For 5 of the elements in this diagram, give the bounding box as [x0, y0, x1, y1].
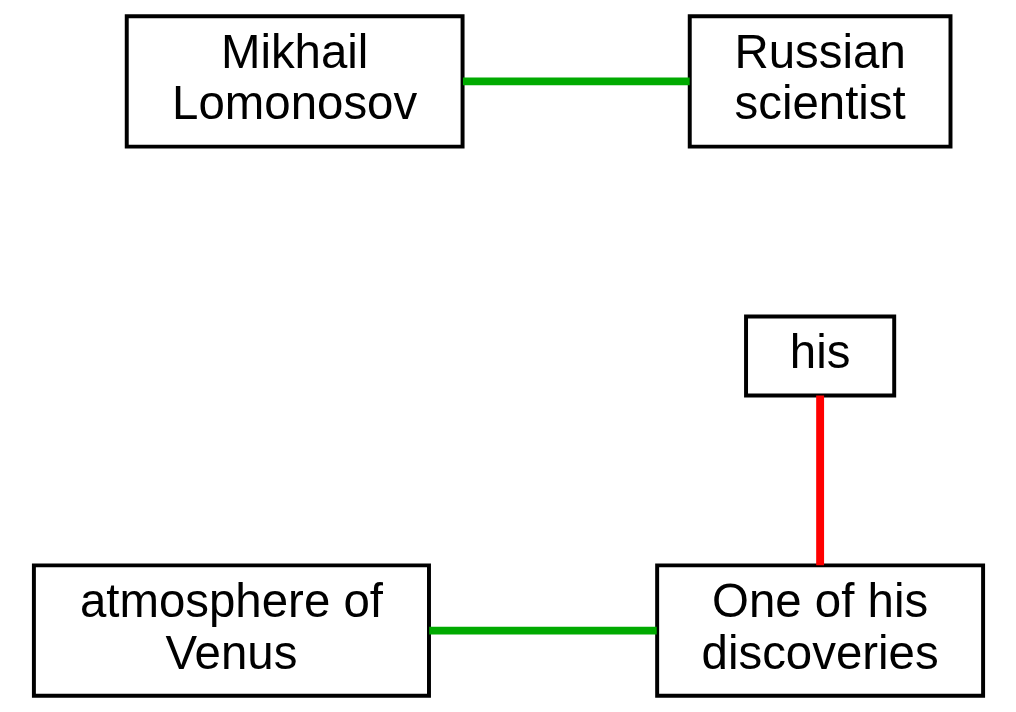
node-box: Russian scientist: [687, 14, 952, 149]
node-box: his: [743, 314, 896, 398]
node-box: Mikhail Lomonosov: [124, 14, 465, 149]
node-box: One of his discoveries: [654, 563, 985, 698]
node-box: atmosphere of Venus: [31, 563, 431, 698]
